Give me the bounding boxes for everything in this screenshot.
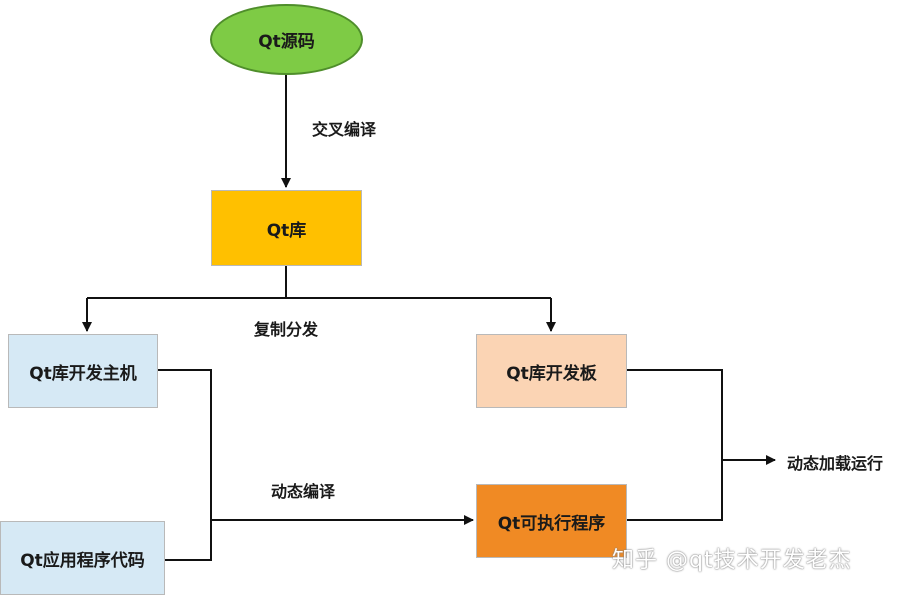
node-qt-executable: Qt可执行程序	[476, 484, 627, 558]
edge-label-dynamic-run: 动态加载运行	[787, 454, 884, 473]
edge-label-copy-distribute: 复制分发	[254, 320, 319, 339]
node-qt-app-code: Qt应用程序代码	[0, 521, 165, 595]
edge-label-dynamic-compile: 动态编译	[271, 482, 336, 501]
edge-label-cross-compile: 交叉编译	[312, 120, 377, 139]
node-qt-lib-host-label: Qt库开发主机	[29, 363, 137, 384]
node-qt-lib: Qt库	[211, 190, 362, 266]
node-qt-lib-board-label: Qt库开发板	[506, 363, 597, 384]
node-qt-source-label: Qt源码	[258, 32, 315, 52]
line-host-to-merge	[158, 369, 212, 520]
node-qt-lib-board: Qt库开发板	[476, 334, 627, 408]
line-exec-to-merge	[627, 460, 723, 521]
node-qt-source: Qt源码	[210, 4, 363, 75]
line-board-to-merge	[627, 369, 723, 460]
node-qt-lib-host: Qt库开发主机	[8, 334, 158, 408]
watermark-text: 知乎 @qt技术开发老杰	[612, 548, 852, 573]
line-appcode-to-merge	[165, 520, 212, 561]
node-qt-executable-label: Qt可执行程序	[497, 513, 606, 534]
node-qt-app-code-label: Qt应用程序代码	[20, 550, 145, 571]
node-qt-lib-label: Qt库	[266, 220, 307, 241]
